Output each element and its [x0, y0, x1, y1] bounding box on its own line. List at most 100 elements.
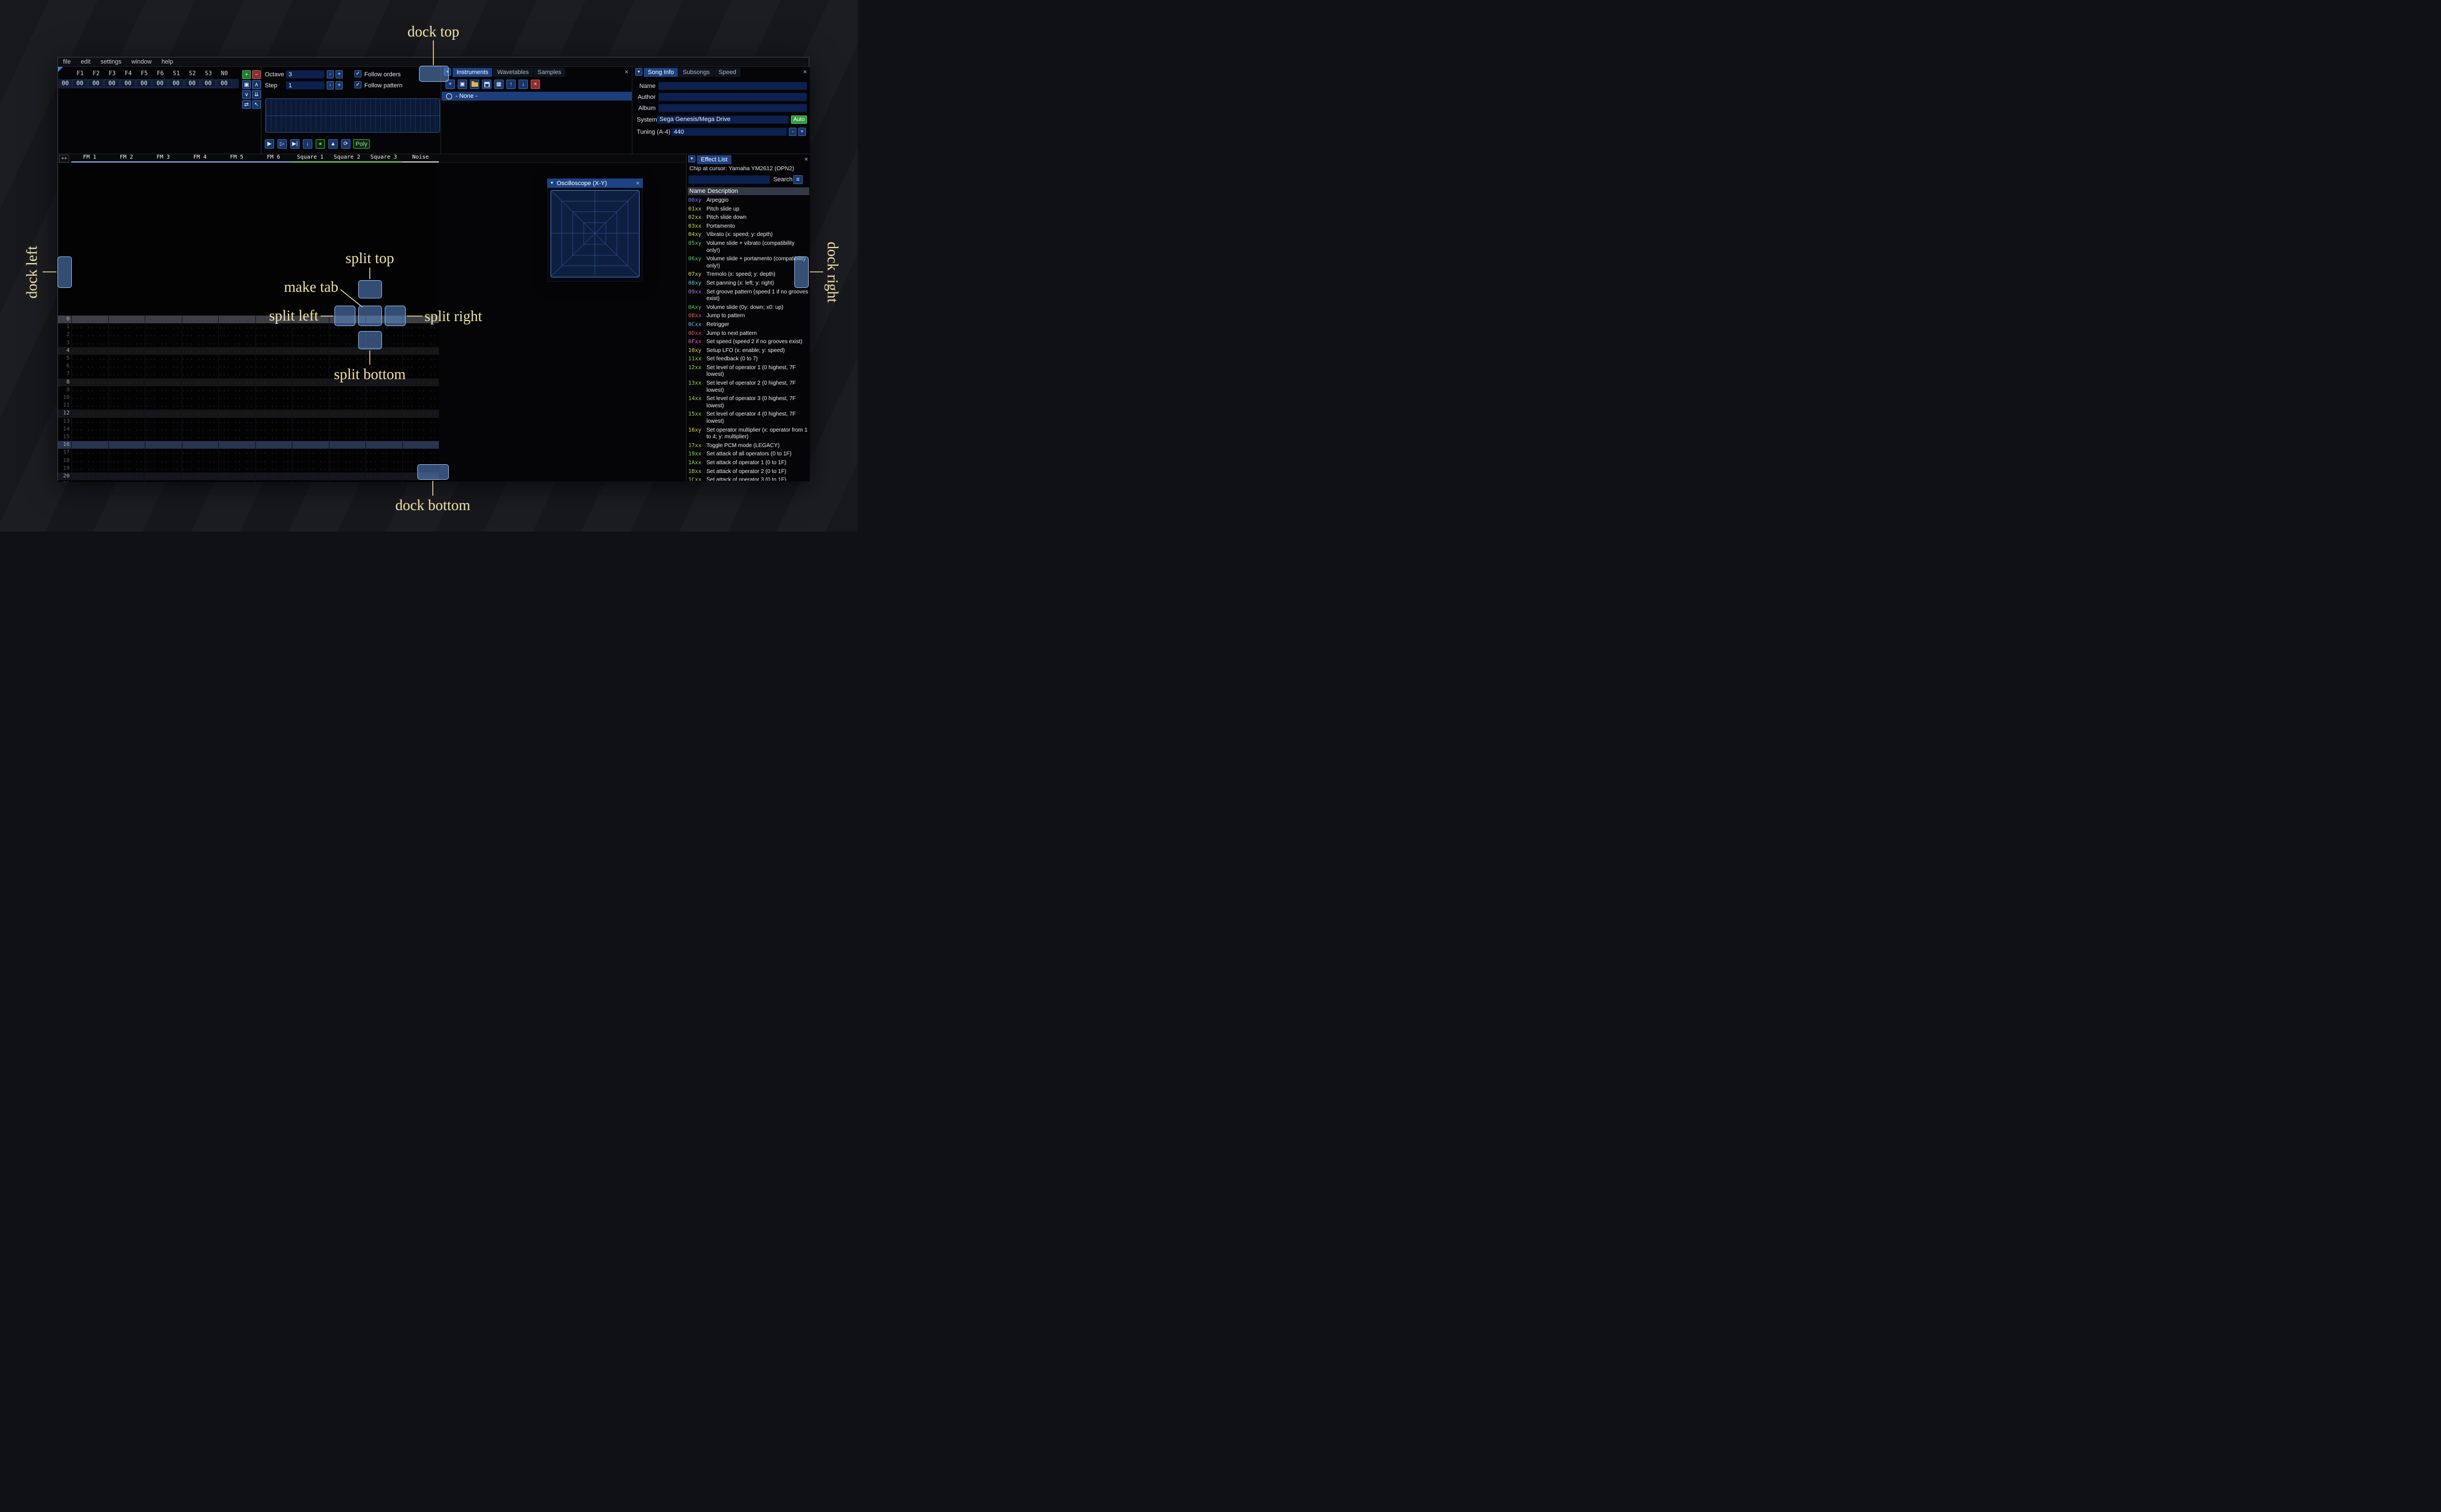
pattern-cell[interactable]: ... .. .. .... [255, 331, 292, 339]
channel-header-fm-5[interactable]: FM 5 [218, 154, 255, 162]
pattern-cell[interactable]: ... .. .. .... [218, 417, 255, 426]
pattern-cell[interactable]: ... .. .. .... [71, 402, 108, 410]
delete-instrument-button[interactable]: × [531, 80, 540, 89]
pattern-cell[interactable]: ... .. .. .... [181, 425, 218, 433]
follow-orders-checkbox[interactable]: ✓ [354, 70, 362, 77]
pattern-cell[interactable]: ... .. .. .... [218, 370, 255, 379]
pattern-cell[interactable]: ... .. .. .... [292, 355, 329, 363]
pattern-cell[interactable]: ... .. .. .... [218, 480, 255, 482]
pattern-row[interactable]: 11... .. .. ....... .. .. ....... .. .. … [58, 402, 439, 410]
pattern-cell[interactable]: ... .. .. .... [218, 355, 255, 363]
pattern-cell[interactable]: ... .. .. .... [365, 410, 402, 418]
order-edit-mode-button[interactable]: ↖ [252, 100, 261, 109]
pattern-cell[interactable]: ... .. .. .... [145, 449, 182, 457]
pattern-cell[interactable]: ... .. .. .... [218, 464, 255, 473]
pattern-cell[interactable]: ... .. .. .... [365, 370, 402, 379]
pattern-cell[interactable]: ... .. .. .... [255, 417, 292, 426]
author-input[interactable] [658, 93, 807, 101]
pattern-cell[interactable]: ... .. .. .... [218, 441, 255, 449]
pattern-cell[interactable]: ... .. .. .... [145, 417, 182, 426]
pattern-cell[interactable]: ... .. .. .... [255, 456, 292, 465]
pattern-cell[interactable]: ... .. .. .... [402, 402, 439, 410]
pattern-cell[interactable]: ... .. .. .... [218, 425, 255, 433]
step-minus-button[interactable]: - [327, 81, 334, 90]
pattern-cell[interactable]: ... .. .. .... [145, 355, 182, 363]
pattern-cell[interactable]: ... .. .. .... [145, 370, 182, 379]
pattern-cell[interactable]: ... .. .. .... [365, 473, 402, 481]
pattern-cell[interactable]: ... .. .. .... [292, 339, 329, 347]
order-cell[interactable]: 00 [185, 80, 200, 87]
pattern-cell[interactable]: ... .. .. .... [292, 456, 329, 465]
pattern-row[interactable]: 20... .. .. ....... .. .. ....... .. .. … [58, 473, 439, 481]
pattern-cell[interactable]: ... .. .. .... [328, 425, 365, 433]
chevron-down-icon[interactable]: ▼ [550, 181, 554, 185]
pattern-cell[interactable]: ... .. .. .... [181, 480, 218, 482]
pattern-cell[interactable]: ... .. .. .... [402, 347, 439, 355]
pattern-cell[interactable]: ... .. .. .... [181, 464, 218, 473]
pattern-row[interactable]: 1... .. .. ....... .. .. ....... .. .. .… [58, 323, 439, 332]
play-pattern-button[interactable]: ▶| [290, 139, 300, 149]
pattern-cell[interactable]: ... .. .. .... [365, 355, 402, 363]
pattern-cell[interactable]: ... .. .. .... [145, 323, 182, 332]
pattern-cell[interactable]: ... .. .. .... [145, 331, 182, 339]
pattern-cell[interactable]: ... .. .. .... [218, 473, 255, 481]
save-instrument-button[interactable] [482, 80, 491, 89]
pattern-cell[interactable]: ... .. .. .... [402, 363, 439, 371]
pattern-cell[interactable]: ... .. .. .... [328, 370, 365, 379]
channel-header-fm-3[interactable]: FM 3 [145, 154, 182, 162]
order-cell[interactable]: 00 [153, 80, 167, 87]
pattern-row[interactable]: 15... .. .. ....... .. .. ....... .. .. … [58, 433, 439, 442]
pattern-cell[interactable]: ... .. .. .... [108, 480, 145, 482]
instrument-down-button[interactable]: ↓ [518, 80, 528, 89]
order-cell[interactable]: 00 [217, 80, 232, 87]
pattern-cell[interactable]: ... .. .. .... [365, 417, 402, 426]
pattern-cell[interactable]: ... .. .. .... [218, 347, 255, 355]
pattern-cell[interactable]: ... .. .. .... [145, 347, 182, 355]
pattern-cell[interactable]: ... .. .. .... [181, 347, 218, 355]
oscilloscope-close-icon[interactable]: × [636, 180, 640, 187]
pattern-cell[interactable]: ... .. .. .... [218, 456, 255, 465]
pattern-cell[interactable]: ... .. .. .... [218, 386, 255, 394]
pattern-row[interactable]: 16... .. .. ....... .. .. ....... .. .. … [58, 441, 439, 449]
pattern-cell[interactable]: ... .. .. .... [402, 441, 439, 449]
play-button[interactable]: ▶ [265, 139, 274, 149]
assets-close-icon[interactable]: × [625, 68, 629, 76]
pattern-cell[interactable]: ... .. .. .... [108, 394, 145, 402]
pattern-cell[interactable]: ... .. .. .... [292, 370, 329, 379]
pattern-cell[interactable]: ... .. .. .... [365, 402, 402, 410]
pattern-cell[interactable]: ... .. .. .... [181, 316, 218, 324]
pattern-cell[interactable]: ... .. .. .... [71, 464, 108, 473]
pattern-cell[interactable]: ... .. .. .... [328, 464, 365, 473]
record-button[interactable]: ● [316, 139, 325, 149]
octave-minus-button[interactable]: - [327, 70, 334, 78]
channel-header-fm-1[interactable]: FM 1 [71, 154, 108, 162]
pattern-cell[interactable]: ... .. .. .... [218, 363, 255, 371]
pattern-cell[interactable]: ... .. .. .... [108, 316, 145, 324]
pattern-cell[interactable]: ... .. .. .... [402, 410, 439, 418]
pattern-cell[interactable]: ... .. .. .... [328, 402, 365, 410]
pattern-cell[interactable]: ... .. .. .... [292, 464, 329, 473]
pattern-cell[interactable]: ... .. .. .... [218, 378, 255, 386]
pattern-cell[interactable]: ... .. .. .... [181, 402, 218, 410]
pattern-cell[interactable]: ... .. .. .... [108, 339, 145, 347]
pattern-row[interactable]: 9... .. .. ....... .. .. ....... .. .. .… [58, 386, 439, 394]
pattern-cell[interactable]: ... .. .. .... [402, 417, 439, 426]
pattern-cell[interactable]: ... .. .. .... [71, 347, 108, 355]
pattern-cell[interactable]: ... .. .. .... [292, 363, 329, 371]
pattern-cell[interactable]: ... .. .. .... [328, 347, 365, 355]
pattern-cell[interactable]: ... .. .. .... [71, 316, 108, 324]
pattern-cell[interactable]: ... .. .. .... [218, 410, 255, 418]
add-order-button[interactable]: + [242, 70, 251, 79]
pattern-cell[interactable]: ... .. .. .... [292, 331, 329, 339]
pattern-cell[interactable]: ... .. .. .... [181, 456, 218, 465]
follow-pattern-checkbox[interactable]: ✓ [354, 81, 362, 88]
pattern-cell[interactable]: ... .. .. .... [365, 433, 402, 442]
